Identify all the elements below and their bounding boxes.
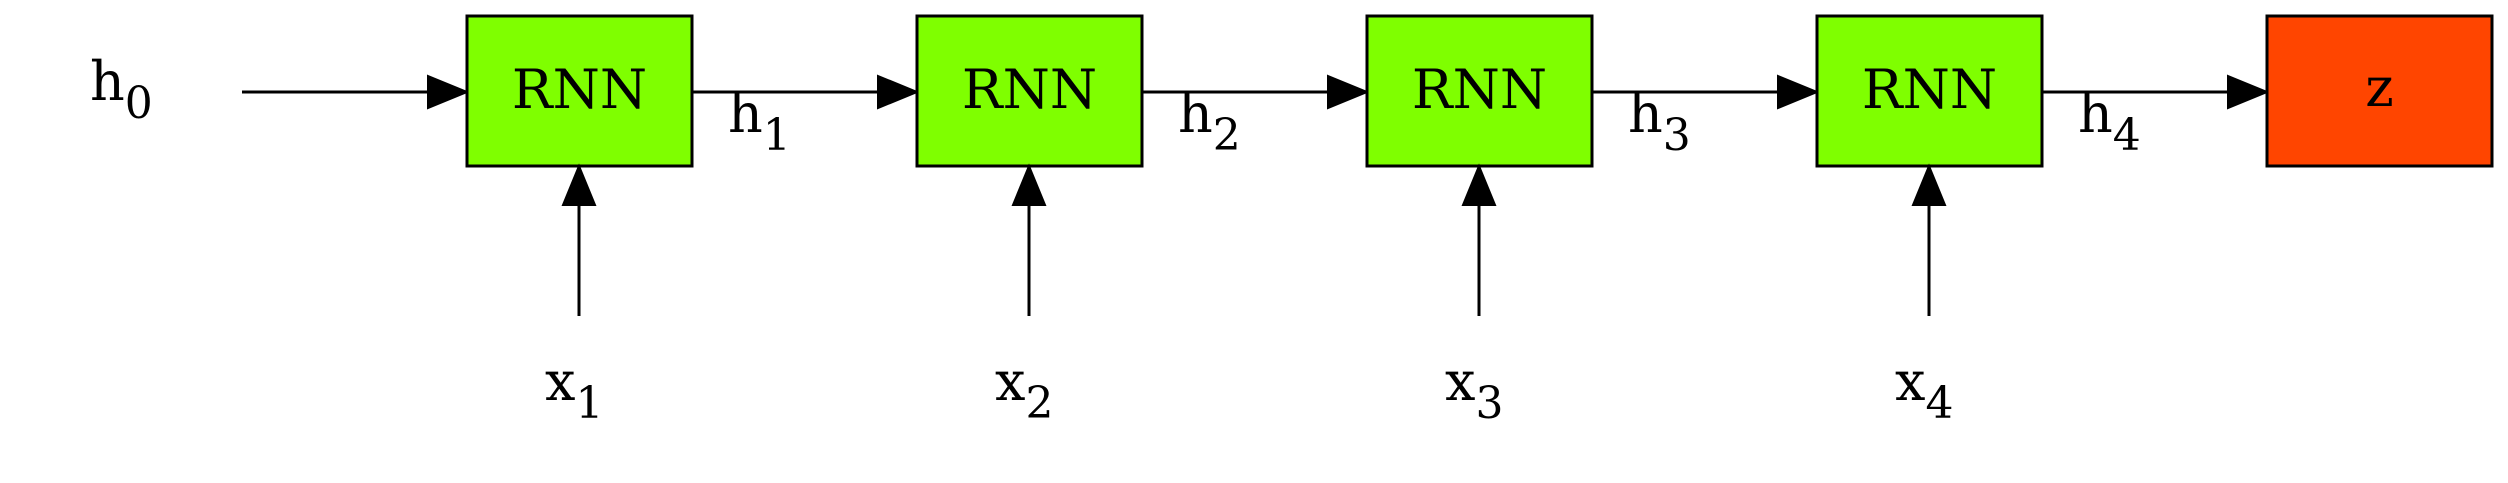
edge-x4-to-cell-4-arrowhead xyxy=(1911,163,1947,206)
hidden-state-3-label: h3 xyxy=(1628,82,1691,161)
rnn-cell-3-label: RNN xyxy=(1412,58,1547,121)
initial-state-subscript: 0 xyxy=(125,78,153,129)
edge-x3-to-cell-3-arrowhead xyxy=(1461,163,1497,206)
output-node-label: z xyxy=(2365,56,2393,119)
edge-h0-to-cell-1-arrowhead xyxy=(427,74,470,110)
edge-cell-4-to-output-arrowhead xyxy=(2227,74,2270,110)
edge-x2-to-cell-2-arrowhead xyxy=(1011,163,1047,206)
input-3-label: x3 xyxy=(1445,350,1503,429)
hidden-state-1-label: h1 xyxy=(728,82,791,161)
edge-cell-2-to-cell-3-arrowhead xyxy=(1327,74,1370,110)
input-1-label: x1 xyxy=(545,350,603,429)
initial-state-base: h xyxy=(90,50,125,113)
rnn-cell-2-label: RNN xyxy=(962,58,1097,121)
initial-state-label: h0 xyxy=(90,50,153,129)
rnn-cell-3 xyxy=(1365,14,1594,168)
rnn-cell-2 xyxy=(915,14,1144,168)
edge-cell-1-to-cell-2-arrowhead xyxy=(877,74,920,110)
edge-cell-3-to-cell-4-arrowhead xyxy=(1777,74,1820,110)
rnn-cell-4-label: RNN xyxy=(1862,58,1997,121)
hidden-state-2-label: h2 xyxy=(1178,82,1241,161)
rnn-cell-4 xyxy=(1815,14,2044,168)
output-node xyxy=(2265,14,2494,168)
hidden-state-4-label: h4 xyxy=(2078,82,2141,161)
edge-x1-to-cell-1-arrowhead xyxy=(561,163,597,206)
input-4-label: x4 xyxy=(1895,350,1953,429)
input-2-label: x2 xyxy=(995,350,1053,429)
rnn-cell-1-label: RNN xyxy=(512,58,647,121)
